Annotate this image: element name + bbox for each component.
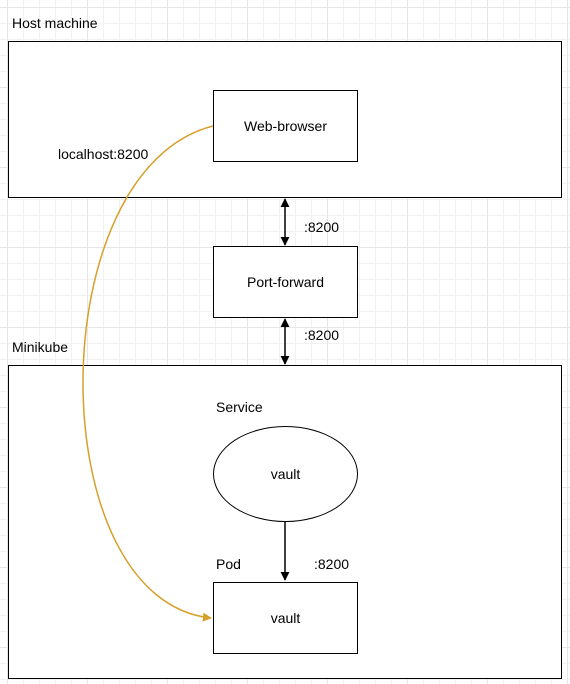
web-browser-node[interactable]: Web-browser bbox=[213, 90, 358, 162]
service-vault-ellipse[interactable]: vault bbox=[213, 426, 358, 522]
edge-label-localhost: localhost:8200 bbox=[58, 146, 149, 162]
service-label: Service bbox=[216, 399, 263, 415]
minikube-label: Minikube bbox=[12, 339, 69, 355]
pod-label: Pod bbox=[216, 556, 241, 572]
port-forward-node[interactable]: Port-forward bbox=[213, 246, 358, 318]
pod-vault-node[interactable]: vault bbox=[213, 582, 358, 654]
edge-label-portforward-minikube: :8200 bbox=[304, 327, 340, 343]
edge-label-browser-portforward: :8200 bbox=[304, 219, 340, 235]
edge-browser-to-pod-curve[interactable] bbox=[82, 125, 214, 622]
host-machine-label: Host machine bbox=[12, 15, 98, 31]
edge-label-service-pod: :8200 bbox=[314, 556, 350, 572]
